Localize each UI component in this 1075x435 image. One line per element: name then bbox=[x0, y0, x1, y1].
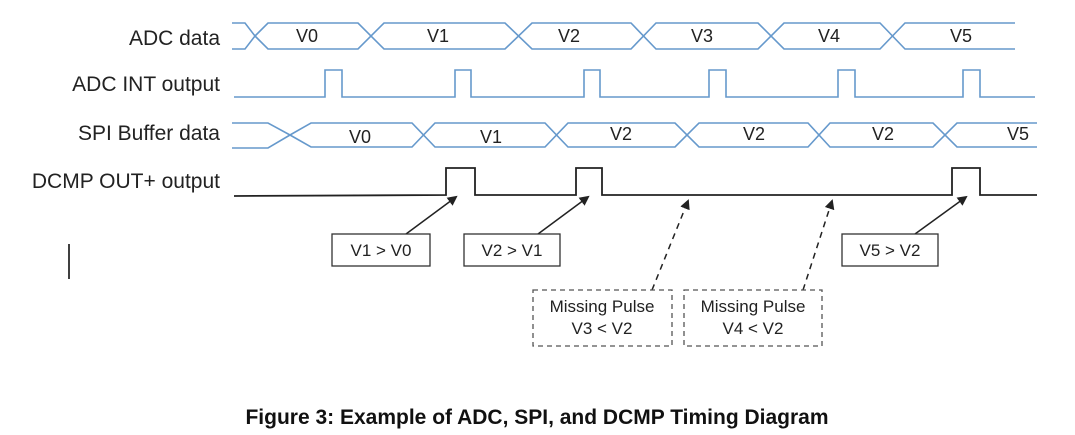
spi-buffer-label: SPI Buffer data bbox=[78, 122, 220, 145]
adc-value-5: V5 bbox=[950, 26, 972, 46]
note-v1-gt-v0-box bbox=[331, 233, 431, 267]
arrow-missing-pulse-1 bbox=[651, 199, 690, 291]
missing-pulse-2-box bbox=[683, 289, 823, 347]
adc-int-label: ADC INT output bbox=[72, 73, 220, 96]
spi-buffer-bus bbox=[232, 122, 1037, 149]
missing-pulse-2-line1: Missing Pulse bbox=[701, 297, 806, 316]
note-v5-gt-v2-box bbox=[841, 233, 939, 267]
note-v2-gt-v1-box bbox=[463, 233, 561, 267]
adc-data-bus bbox=[232, 22, 1015, 50]
arrow-v5-gt-v2 bbox=[914, 195, 968, 235]
arrow-missing-pulse-2 bbox=[802, 199, 835, 291]
adc-int-waveform bbox=[234, 69, 1035, 98]
adc-value-0: V0 bbox=[296, 26, 318, 46]
spi-value-4: V2 bbox=[872, 124, 894, 144]
arrow-v1-gt-v0 bbox=[405, 195, 458, 235]
missing-pulse-1-box bbox=[532, 289, 673, 347]
adc-value-4: V4 bbox=[818, 26, 840, 46]
missing-pulse-1-line2: V3 < V2 bbox=[572, 319, 633, 338]
dcmp-out-label: DCMP OUT+ output bbox=[32, 170, 220, 193]
dcmp-out-waveform bbox=[233, 167, 1037, 197]
missing-pulse-1-line1: Missing Pulse bbox=[550, 297, 655, 316]
note-v2-gt-v1: V2 > V1 bbox=[482, 241, 543, 260]
missing-pulse-2-line2: V4 < V2 bbox=[723, 319, 784, 338]
note-v1-gt-v0: V1 > V0 bbox=[351, 241, 412, 260]
adc-value-1: V1 bbox=[427, 26, 449, 46]
note-v5-gt-v2: V5 > V2 bbox=[860, 241, 921, 260]
adc-value-2: V2 bbox=[558, 26, 580, 46]
adc-value-3: V3 bbox=[691, 26, 713, 46]
spi-value-0: V0 bbox=[349, 127, 371, 147]
figure-caption: Figure 3: Example of ADC, SPI, and DCMP … bbox=[245, 406, 828, 429]
adc-data-label: ADC data bbox=[129, 27, 220, 50]
spi-value-5: V5 bbox=[1007, 124, 1029, 144]
arrow-v2-gt-v1 bbox=[537, 195, 590, 235]
spi-value-3: V2 bbox=[743, 124, 765, 144]
spi-value-1: V1 bbox=[480, 127, 502, 147]
spi-value-2: V2 bbox=[610, 124, 632, 144]
